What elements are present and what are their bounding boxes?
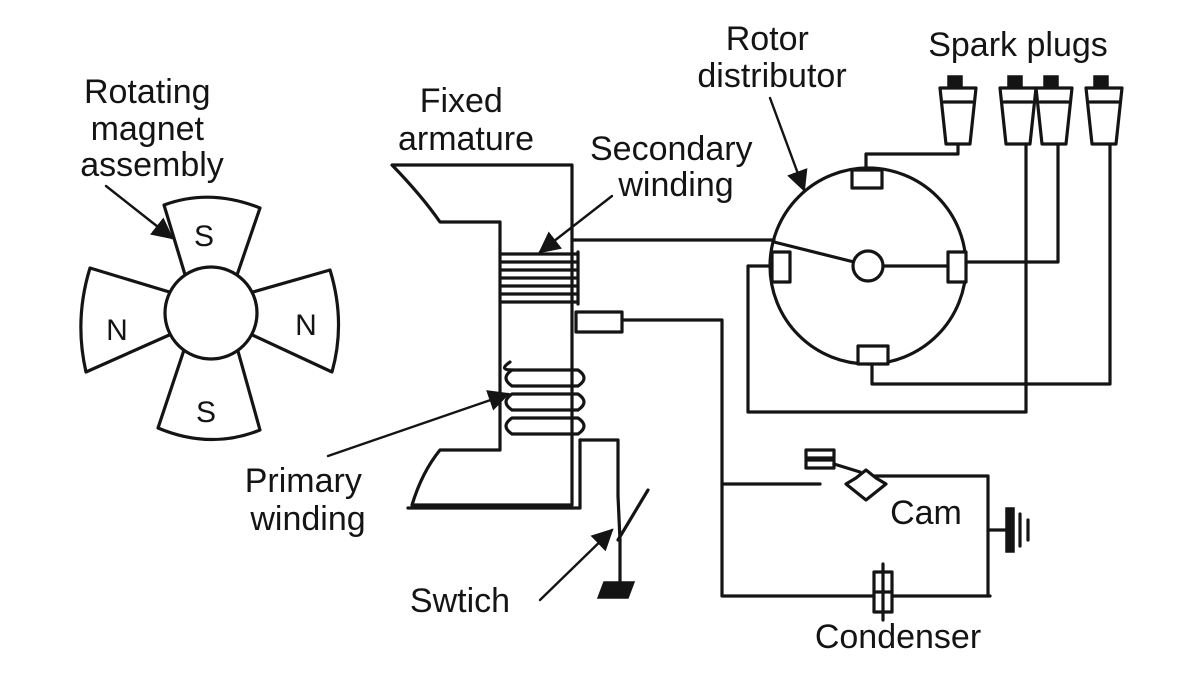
secondary-winding-label: Secondary winding	[590, 130, 762, 204]
spark-plug-2	[998, 75, 1038, 146]
magnet-hub	[163, 265, 259, 361]
magnet-pole-top	[162, 195, 262, 280]
magnet-pole-bottom	[156, 342, 262, 442]
rotating-magnet-assembly: S S N N	[79, 195, 341, 442]
ground-icon	[1005, 507, 1030, 553]
condenser-icon	[872, 562, 894, 622]
switch-icon	[596, 488, 650, 599]
switch-label: Swtich	[410, 582, 510, 620]
switch-arrow	[538, 528, 614, 602]
armature-terminal	[574, 310, 624, 334]
spark-plug-3	[1034, 75, 1074, 146]
pole-label-left: N	[106, 314, 128, 347]
primary-winding-label: Primary winding	[245, 462, 372, 538]
rotating-magnet-label: Rotating magnet assembly	[80, 73, 224, 184]
spark-plug-1	[938, 75, 978, 146]
rotating-magnet-arrow	[104, 184, 174, 240]
distributor-contact-top	[850, 168, 884, 190]
pole-label-bottom: S	[196, 396, 216, 429]
contact-breaker	[804, 448, 862, 474]
primary-winding-arrow	[326, 390, 511, 458]
armature-core	[390, 163, 574, 507]
secondary-winding-arrow	[538, 194, 614, 254]
spark-plugs-label: Spark plugs	[928, 26, 1108, 64]
rotor-distributor-label: Rotor distributor	[697, 20, 846, 95]
cam-label: Cam	[890, 494, 962, 532]
distributor-contact-right	[946, 250, 968, 284]
spark-plug-4	[1084, 75, 1124, 146]
magnet-pole-right	[244, 268, 341, 374]
cam-icon	[844, 468, 888, 502]
rotor-hub	[851, 249, 885, 283]
distributor-contact-bottom	[856, 344, 890, 366]
rotor-distributor-arrow	[768, 96, 808, 193]
fixed-armature-label: Fixed armature	[398, 82, 534, 158]
pole-label-top: S	[194, 220, 214, 253]
secondary-winding-coil	[500, 250, 580, 306]
condenser-label: Condenser	[815, 618, 981, 656]
wiring	[406, 142, 1112, 598]
pole-label-right: N	[295, 309, 317, 342]
distributor-contact-left	[770, 250, 792, 284]
rotor-feed	[772, 240, 856, 264]
magnet-pole-left	[79, 266, 178, 374]
rotor-distributor	[768, 166, 968, 366]
